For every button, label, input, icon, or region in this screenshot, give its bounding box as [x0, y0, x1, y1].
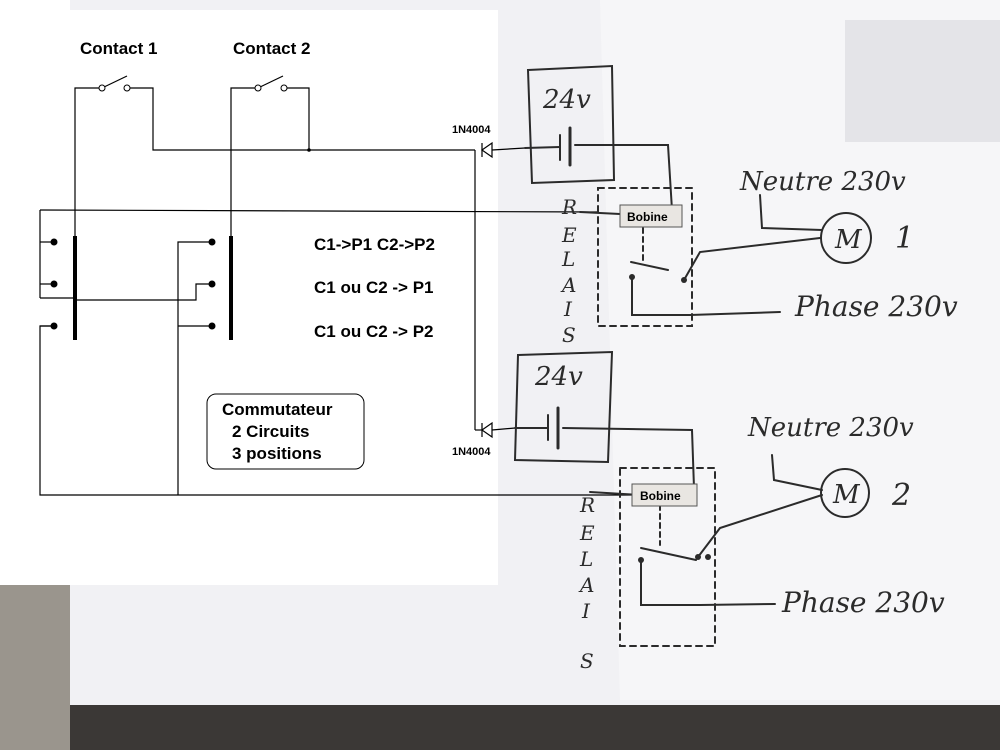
relay-1-letter-i: I — [563, 297, 573, 321]
diode-1-label: 1N4004 — [452, 124, 491, 136]
position-1-label: C1->P1 C2->P2 — [314, 235, 435, 254]
relay-1-letter-e: E — [561, 223, 577, 247]
relay-2-letter-e: E — [579, 521, 595, 545]
relay-2-coil-box — [631, 483, 698, 507]
commutateur-line-3: 3 positions — [232, 444, 322, 463]
relay-1-letter-l: L — [561, 247, 575, 271]
position-3-label: C1 ou C2 -> P2 — [314, 322, 434, 341]
motor-1-symbol: M — [834, 225, 863, 255]
relay-1-neutre: Neutre 230v — [739, 167, 906, 197]
relay-2-voltage: 24v — [534, 362, 583, 392]
diode-2-label: 1N4004 — [452, 446, 491, 458]
relay-1-contacts — [629, 274, 687, 283]
paper-fold — [600, 0, 1000, 700]
dark-strip — [70, 705, 1000, 750]
relay-2-sketch — [513, 350, 823, 647]
contact-2-label: Contact 2 — [233, 39, 310, 58]
commutateur-line-1: Commutateur — [222, 400, 333, 419]
relay-2-letter-l: L — [579, 547, 593, 571]
relay-1-coil-label: Bobine — [627, 210, 668, 224]
contact-1-label: Contact 1 — [80, 39, 157, 58]
panel-top-left — [0, 0, 70, 12]
relay-2-coil-label: Bobine — [640, 489, 681, 503]
relay-2-letter-s: S — [580, 649, 594, 673]
printed-wiring — [39, 75, 635, 496]
relay-2-relais-label: R E L A I S — [578, 493, 595, 673]
motor-2-icon — [820, 468, 870, 518]
relay-2-letter-a: A — [578, 573, 594, 597]
position-2-label: C1 ou C2 -> P1 — [314, 278, 434, 297]
relay-1-phase: Phase 230v — [794, 290, 958, 323]
paper-patch — [845, 20, 1000, 142]
motor-1-number: 1 — [895, 221, 914, 256]
relay-2-neutre: Neutre 230v — [747, 413, 914, 443]
relay-1-letter-s: S — [562, 323, 576, 347]
relay-1-letter-a: A — [560, 273, 576, 297]
commutateur-line-2: 2 Circuits — [232, 422, 309, 441]
motor-2-symbol: M — [832, 480, 861, 510]
relay-2-phase: Phase 230v — [781, 586, 945, 619]
relay-1-voltage: 24v — [542, 85, 591, 115]
relay-2-letter-i: I — [581, 599, 591, 623]
relay-1-relais-label: R E L A I S — [560, 195, 577, 347]
commutateur-box — [206, 393, 365, 470]
motor-1-icon — [820, 212, 872, 264]
relay-1-coil-box — [619, 204, 683, 228]
motor-2-number: 2 — [891, 478, 911, 513]
switch-terminals — [50, 148, 311, 330]
relay-2-contacts — [638, 554, 711, 563]
schematic-panel — [0, 10, 498, 585]
relay-2-letter-r: R — [579, 493, 595, 517]
relay-1-sketch — [524, 64, 823, 327]
relay-1-letter-r: R — [561, 195, 577, 219]
contact-terminals — [98, 84, 288, 92]
